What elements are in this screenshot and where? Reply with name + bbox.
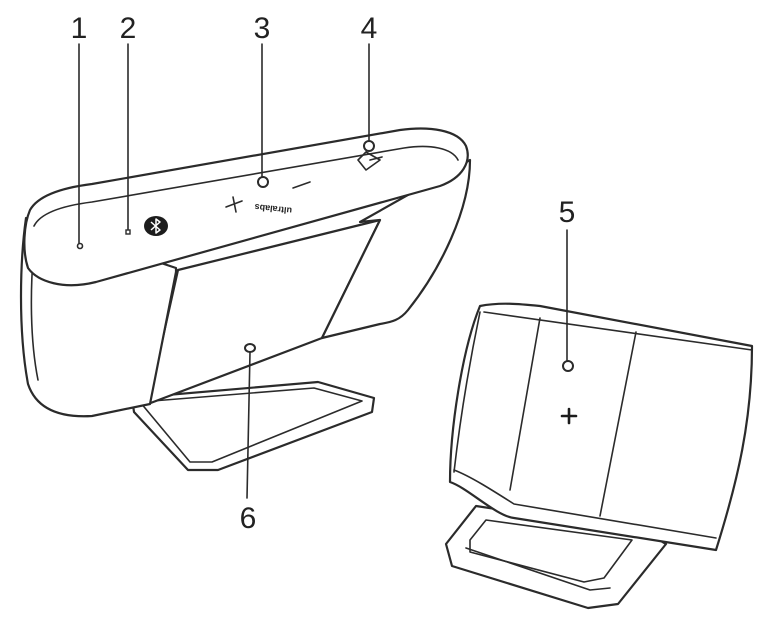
- speaker-button-4[interactable]: [363, 140, 375, 152]
- brand-label: ultralabs: [254, 202, 292, 216]
- volume-up-button[interactable]: [225, 196, 243, 213]
- speaker-top-panel: [23, 127, 469, 287]
- callout-3: 3: [254, 12, 271, 45]
- status-led-1: [76, 242, 84, 250]
- leader-lines: [78, 43, 568, 499]
- charging-port-6: [244, 343, 256, 353]
- plus-icon: [225, 196, 243, 213]
- callout-2: 2: [120, 12, 137, 45]
- speaker-icon: [357, 151, 383, 171]
- volume-down-button[interactable]: [292, 181, 311, 189]
- callout-5: 5: [559, 196, 576, 229]
- power-button-3[interactable]: [257, 176, 269, 188]
- mic-hole-2: [125, 229, 131, 235]
- charging-dock: [444, 302, 754, 610]
- charging-contact-5: [562, 360, 574, 372]
- stand-base-front: [130, 380, 376, 472]
- plus-icon: [560, 407, 578, 425]
- speaker-front-view: ultralabs: [19, 127, 472, 472]
- minus-icon: [292, 181, 311, 189]
- speaker-mode-button[interactable]: [357, 151, 383, 171]
- bluetooth-icon: [150, 218, 161, 234]
- dock-plate: [448, 302, 754, 552]
- callout-4: 4: [361, 12, 378, 45]
- bluetooth-button[interactable]: [144, 216, 168, 236]
- callout-labels: 1 2 3 4 5 6: [71, 12, 576, 535]
- callout-1: 1: [71, 12, 88, 45]
- callout-6: 6: [240, 502, 257, 535]
- leader-line-6: [246, 351, 251, 499]
